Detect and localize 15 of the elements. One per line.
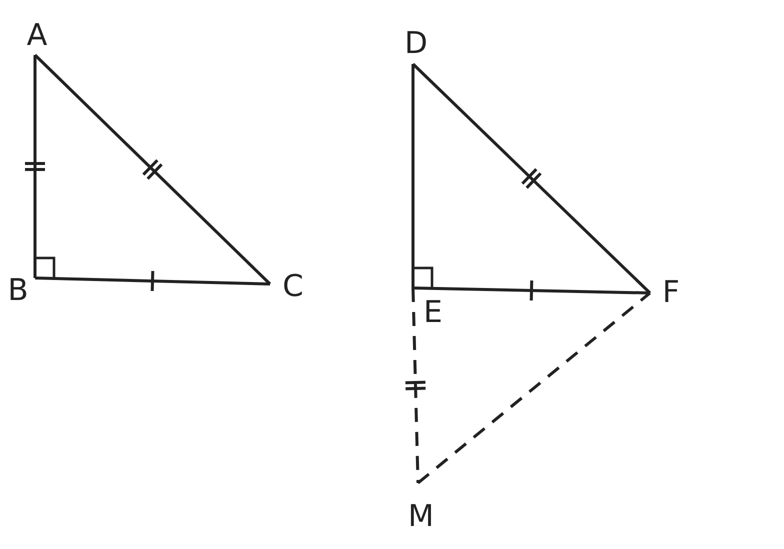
vertex-label: B xyxy=(8,276,28,306)
dashed-segment xyxy=(417,292,651,484)
triangle-side xyxy=(412,286,650,294)
vertex-label: F xyxy=(662,278,680,308)
triangle-side xyxy=(34,276,270,286)
vertex-label: M xyxy=(408,502,434,532)
triangle-side xyxy=(412,64,414,288)
triangle-side xyxy=(412,62,652,294)
vertex-label: A xyxy=(26,21,48,51)
vertex-label: C xyxy=(282,272,304,302)
vertex-label: D xyxy=(404,29,428,59)
triangle-side xyxy=(34,54,272,286)
triangle-side xyxy=(34,55,36,278)
dashed-segment xyxy=(412,288,420,484)
vertex-label: E xyxy=(424,298,442,328)
